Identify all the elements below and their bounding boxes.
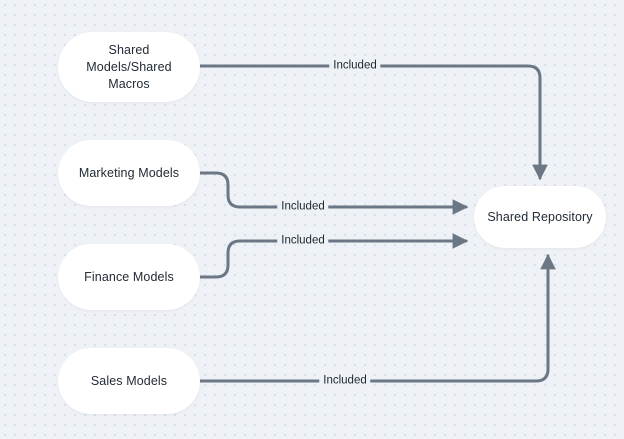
- node-shared-repository[interactable]: Shared Repository: [474, 186, 606, 248]
- node-label: Marketing Models: [78, 165, 180, 180]
- node-sales-models[interactable]: Sales Models: [58, 348, 200, 414]
- edge-finance-to-repo: [196, 233, 469, 279]
- edge-shared-models-to-repo: [196, 64, 548, 181]
- edge-label-marketing-to-repo: Included: [277, 200, 329, 214]
- edge-sales-to-repo: [196, 253, 556, 383]
- node-label: Shared Models/Shared Macros: [86, 42, 172, 91]
- edge-label-finance-to-repo: Included: [277, 234, 329, 248]
- node-shared-models[interactable]: Shared Models/Shared Macros: [58, 32, 200, 102]
- edge-label-sales-to-repo: Included: [319, 374, 371, 388]
- edge-label-shared-models-to-repo: Included: [329, 59, 381, 73]
- node-marketing-models[interactable]: Marketing Models: [58, 140, 200, 206]
- node-label: Sales Models: [90, 373, 168, 388]
- node-label: Shared Repository: [487, 209, 593, 224]
- edge-marketing-to-repo: [196, 171, 469, 215]
- node-finance-models[interactable]: Finance Models: [58, 244, 200, 310]
- node-label: Finance Models: [84, 269, 174, 284]
